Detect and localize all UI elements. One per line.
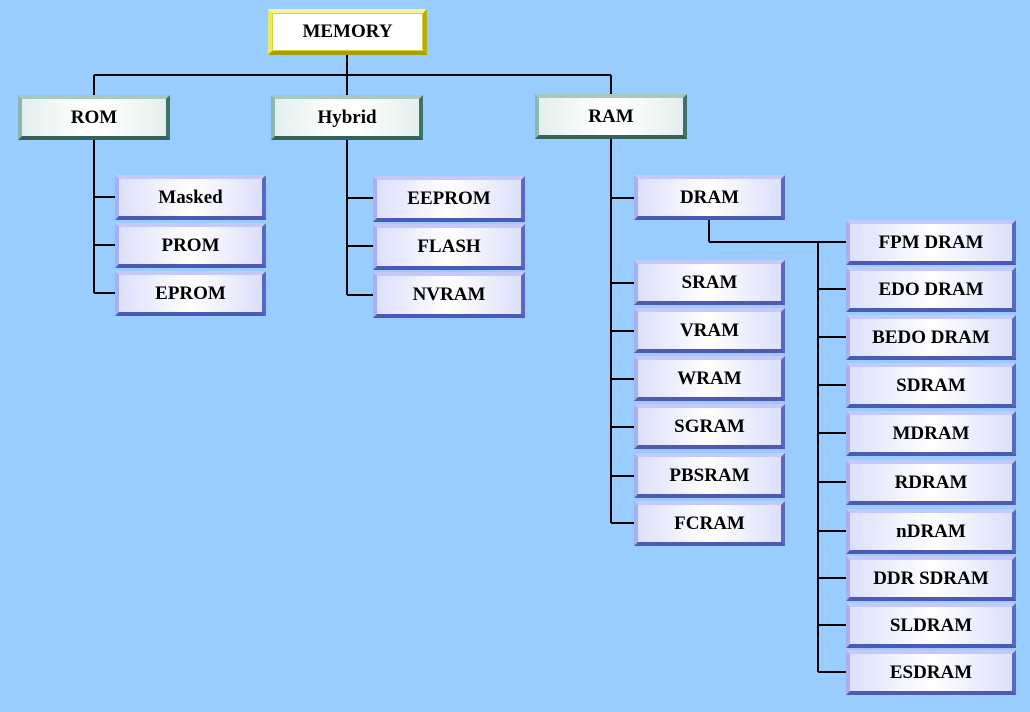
node-masked: Masked xyxy=(115,175,266,220)
node-pbsram: PBSRAM xyxy=(634,453,785,498)
node-hybrid: Hybrid xyxy=(271,95,423,140)
node-ddr-sdram: DDR SDRAM xyxy=(846,556,1016,601)
node-fcram: FCRAM xyxy=(634,501,785,546)
node-flash: FLASH xyxy=(373,224,525,270)
node-ndram: nDRAM xyxy=(846,509,1016,554)
node-memory: MEMORY xyxy=(268,9,427,55)
node-eeprom: EEPROM xyxy=(373,176,525,222)
node-wram: WRAM xyxy=(634,356,785,401)
node-vram: VRAM xyxy=(634,308,785,353)
node-fpm-dram: FPM DRAM xyxy=(846,220,1016,265)
node-sgram: SGRAM xyxy=(634,404,785,449)
node-sldram: SLDRAM xyxy=(846,603,1016,648)
node-dram: DRAM xyxy=(634,175,785,220)
node-sdram: SDRAM xyxy=(846,363,1016,408)
node-bedo-dram: BEDO DRAM xyxy=(846,315,1016,360)
node-edo-dram: EDO DRAM xyxy=(846,267,1016,312)
node-rdram: RDRAM xyxy=(846,460,1016,505)
node-prom: PROM xyxy=(115,223,266,268)
node-rom: ROM xyxy=(18,95,170,140)
node-esdram: ESDRAM xyxy=(846,650,1016,695)
node-sram: SRAM xyxy=(634,260,785,305)
node-eprom: EPROM xyxy=(115,271,266,316)
node-nvram: NVRAM xyxy=(373,272,525,318)
node-ram: RAM xyxy=(535,94,687,139)
node-mdram: MDRAM xyxy=(846,411,1016,456)
